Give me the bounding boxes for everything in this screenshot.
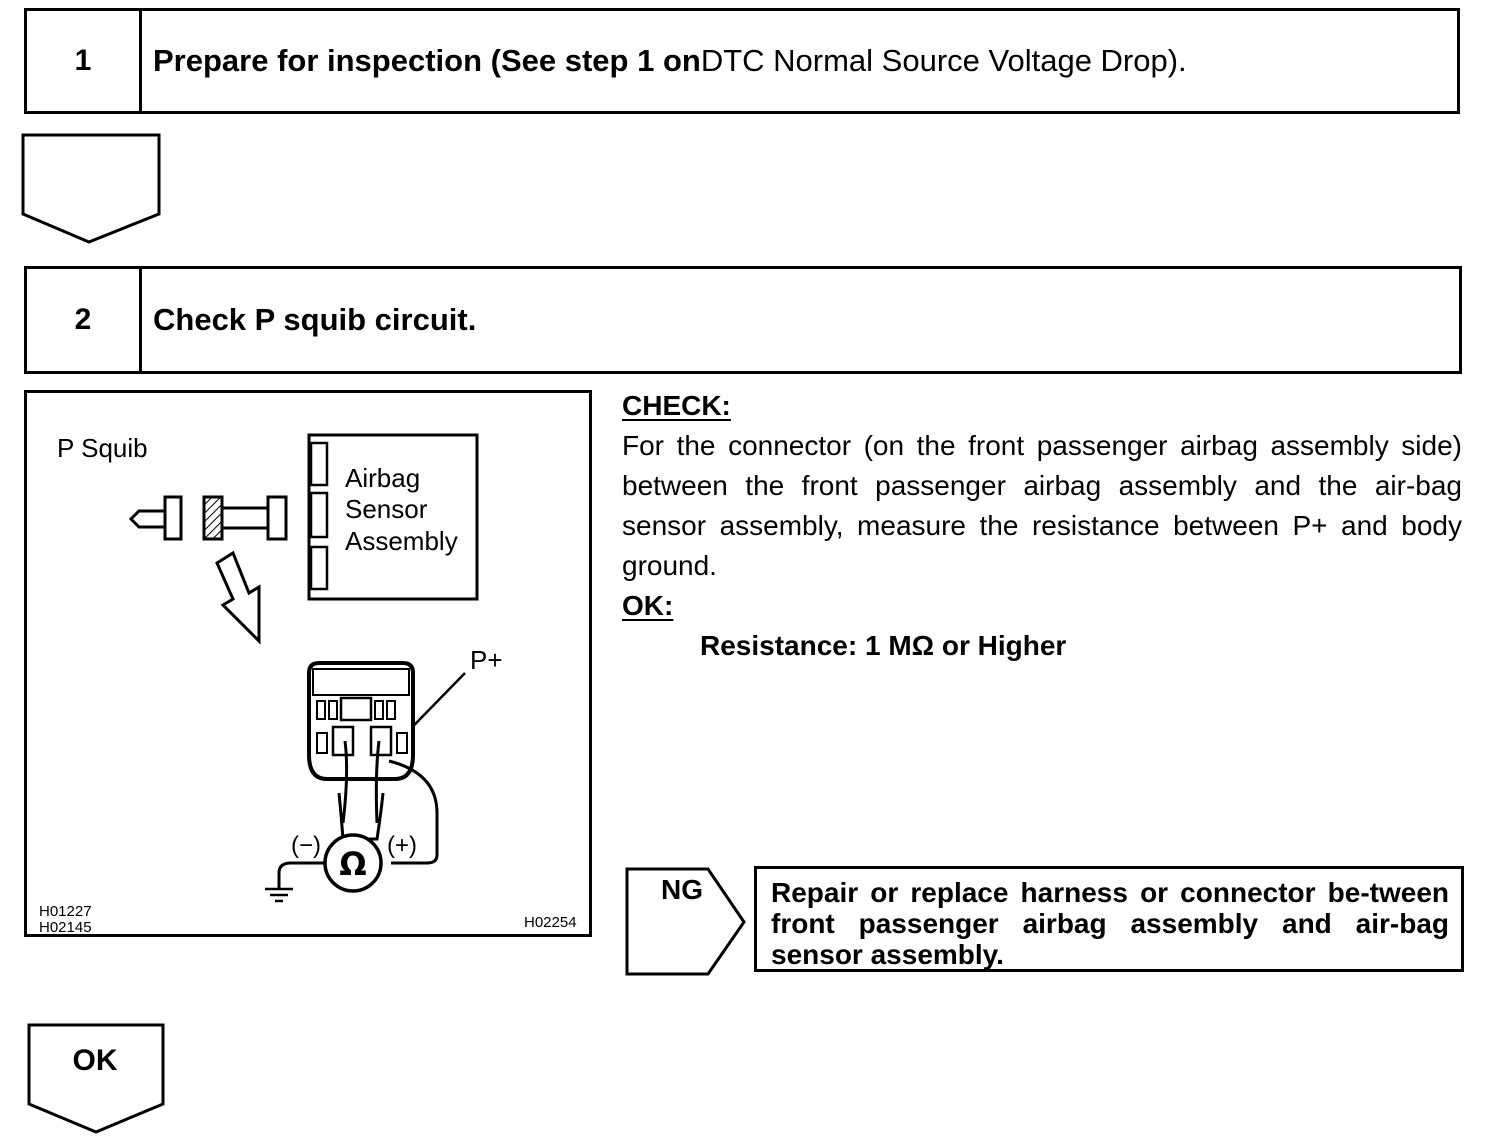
terminal-left [331, 725, 355, 757]
connector-end [266, 495, 288, 541]
connector-shaft [220, 506, 270, 530]
harness-wire-right [374, 740, 381, 824]
p-plus-label: P+ [470, 645, 503, 675]
hatched-connector [202, 495, 224, 541]
connector-top-rim [312, 668, 410, 696]
connector-slot-4 [386, 700, 396, 720]
probe-wire-minus [277, 861, 325, 889]
connector-slot-3 [374, 700, 384, 720]
p-squib-label: P Squib [57, 433, 148, 463]
sensor-tab-2 [309, 491, 329, 539]
squib-plug-body [163, 495, 183, 541]
ok-arrow-icon [27, 1023, 165, 1134]
airbag-sensor-assembly-box [307, 433, 479, 601]
harness-wire-left [341, 740, 349, 824]
check-text: For the connector (on the front passenge… [622, 430, 1462, 581]
step-2-box: 2 Check P squib circuit. [24, 266, 1462, 374]
sensor-tab-3 [309, 545, 329, 591]
step-1-box: 1 Prepare for inspection (See step 1 on … [24, 8, 1460, 114]
figure-code-left-1: H01227 [39, 903, 92, 920]
step-1-title-bold: Prepare for inspection (See step 1 on [153, 43, 701, 78]
terminal-side-left [316, 732, 328, 754]
step-1-number: 1 [27, 11, 142, 111]
sensor-label-line1: Airbag [345, 463, 420, 493]
squib-plug-icon [128, 509, 165, 529]
step-2-number: 2 [27, 269, 142, 371]
connector-slot-1 [316, 700, 326, 720]
ohm-symbol: Ω [339, 845, 366, 883]
ng-label: NG [661, 874, 703, 905]
resistance-spec: Resistance: 1 MΩ or Higher [700, 630, 1067, 661]
plus-terminal-label: (+) [387, 832, 417, 859]
check-heading: CHECK: [622, 390, 731, 421]
step-1-title-normal: DTC Normal Source Voltage Drop). [700, 43, 1187, 78]
ng-action-box: Repair or replace harness or connector b… [754, 866, 1464, 972]
step-1-title: Prepare for inspection (See step 1 on DT… [153, 11, 1187, 111]
connector-slot-2 [328, 700, 338, 720]
minus-terminal-label: (−) [291, 832, 321, 859]
terminal-right [369, 725, 393, 757]
circuit-figure: P Squib Airbag Sensor Assembly P+ [24, 390, 592, 937]
ok-heading: OK: [622, 590, 674, 621]
sensor-tab-1 [309, 441, 329, 487]
connector-latch [339, 696, 373, 722]
down-arrow-icon [21, 133, 161, 244]
ok-label: OK [72, 1044, 118, 1077]
ng-arrow-icon [625, 867, 746, 976]
check-section: CHECK: For the connector (on the front p… [622, 386, 1462, 666]
ohmmeter-icon [323, 833, 383, 893]
squib-circuit-diagram: P Squib Airbag Sensor Assembly P+ [39, 433, 577, 934]
hollow-arrow-icon [215, 550, 261, 645]
sensor-label-line3: Assembly [345, 526, 458, 556]
terminal-side-right [396, 732, 408, 754]
step-2-title: Check P squib circuit. [153, 302, 477, 337]
figure-code-right: H02254 [524, 914, 577, 931]
probe-wire-plus [388, 759, 439, 865]
ground-icon [265, 887, 293, 903]
sensor-label-line2: Sensor [345, 494, 428, 524]
figure-code-left-2: H02145 [39, 919, 92, 934]
